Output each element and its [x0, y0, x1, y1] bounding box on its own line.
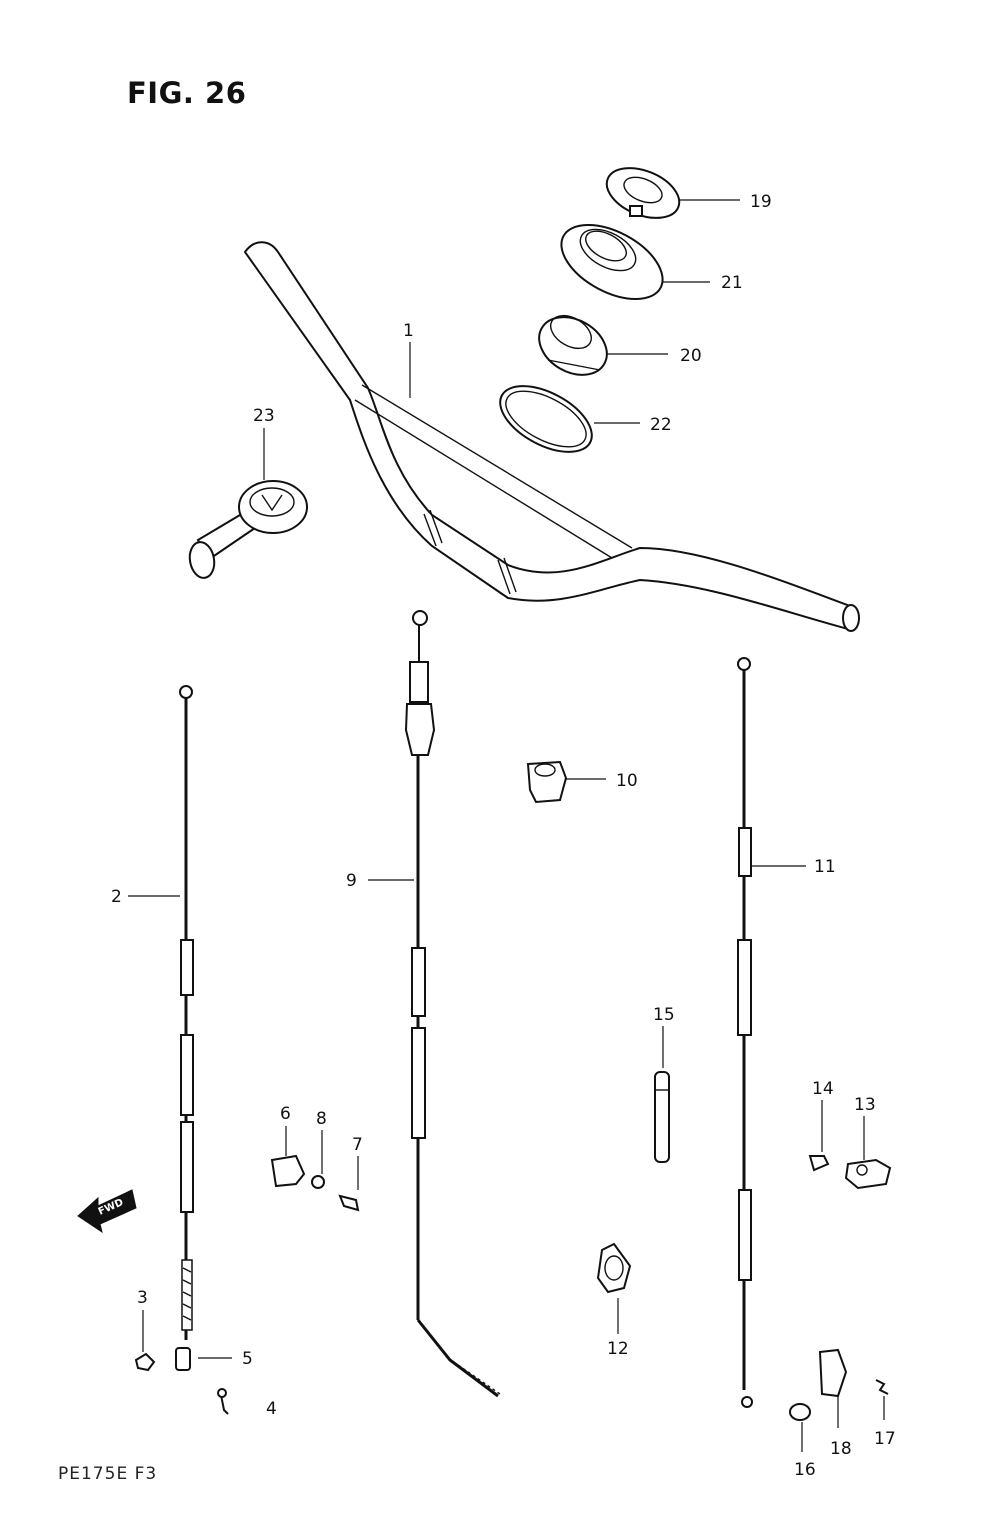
cable-end-parts	[134, 1347, 229, 1415]
holder-bolt-group	[808, 1155, 892, 1190]
lever-group	[789, 1348, 889, 1421]
callout-12: 12	[607, 1339, 629, 1359]
callout-9: 9	[346, 871, 357, 891]
callout-13: 13	[854, 1095, 876, 1115]
fwd-arrow-icon: FWD	[77, 1189, 137, 1234]
leader-lines	[128, 199, 885, 1452]
callout-21: 21	[721, 273, 743, 293]
callout-3: 3	[137, 1288, 148, 1308]
cable-clamp-10	[526, 760, 568, 804]
callout-20: 20	[680, 346, 702, 366]
figure-title: FIG. 26	[127, 76, 247, 110]
bearing	[538, 314, 608, 376]
callout-7: 7	[352, 1135, 363, 1155]
bearing-race	[560, 224, 664, 300]
callout-2: 2	[111, 887, 122, 907]
holder-screw-group	[270, 1154, 360, 1212]
seal-ring	[499, 385, 593, 453]
callout-10: 10	[616, 771, 638, 791]
callout-19: 19	[750, 192, 772, 212]
callout-8: 8	[316, 1109, 327, 1129]
callout-labels: 19 21 20 22 1 23 2 9 10 11 15 12 6 8 7 3…	[111, 192, 896, 1480]
handlebar	[243, 241, 860, 632]
callout-15: 15	[653, 1005, 675, 1025]
cable-2	[179, 685, 194, 1340]
callout-14: 14	[812, 1079, 834, 1099]
figure-footer: PE175E F3	[58, 1464, 158, 1484]
callout-4: 4	[266, 1399, 277, 1419]
cable-11	[737, 657, 753, 1408]
throttle-grip	[188, 480, 308, 579]
steering-nut	[605, 167, 681, 219]
boot-15	[654, 1071, 670, 1163]
callout-23: 23	[253, 406, 275, 426]
callout-16: 16	[794, 1460, 816, 1480]
callout-11: 11	[814, 857, 836, 877]
cable-9	[404, 610, 501, 1398]
cable-clamp-12	[596, 1242, 632, 1294]
callout-22: 22	[650, 415, 672, 435]
callout-5: 5	[242, 1349, 253, 1369]
callout-17: 17	[874, 1429, 896, 1449]
callout-18: 18	[830, 1439, 852, 1459]
callout-6: 6	[280, 1104, 291, 1124]
callout-1: 1	[403, 321, 414, 341]
